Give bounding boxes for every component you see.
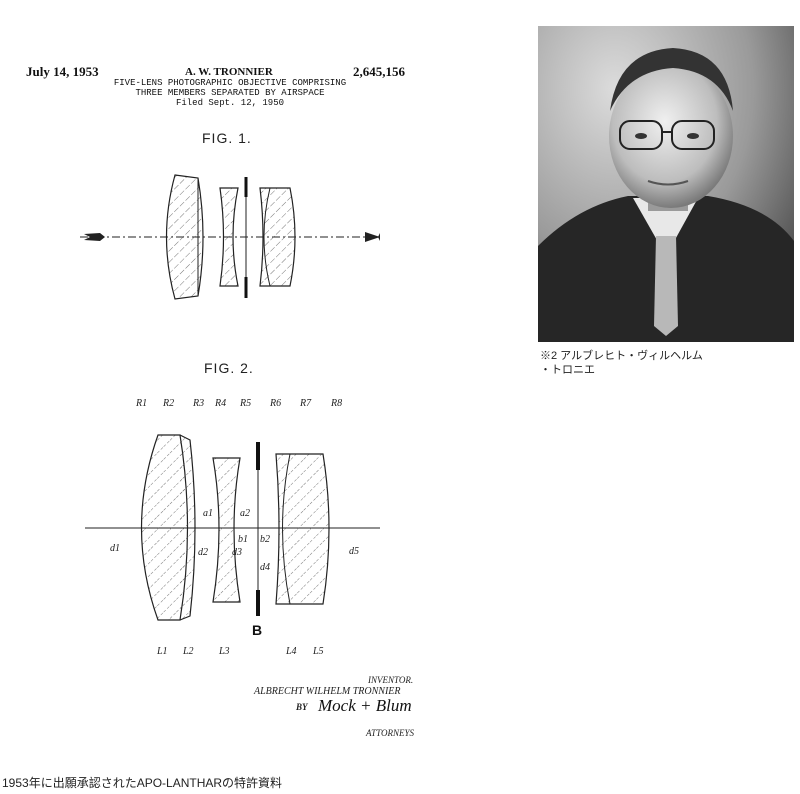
patent-document: July 14, 1953 A. W. TRONNIER 2,645,156 F…	[26, 64, 415, 738]
lens-label-l3: L3	[219, 646, 230, 657]
document-caption: 1953年に出願承認されたAPO-LANTHARの特許資料	[2, 776, 283, 790]
attorneys-label: ATTORNEYS	[366, 728, 415, 738]
photo-caption-line1: ※2 アルブレヒト・ヴィルヘルム	[540, 350, 703, 362]
radius-label-r5: R5	[240, 398, 252, 409]
radius-label-r1: R1	[136, 398, 148, 409]
thickness-label-d4: d4	[260, 562, 270, 573]
radius-label-r3: R3	[193, 398, 205, 409]
lens-label-l2: L2	[183, 646, 194, 657]
patent-title-line1: FIVE-LENS PHOTOGRAPHIC OBJECTIVE COMPRIS…	[113, 78, 347, 88]
photo-caption: ※2 アルブレヒト・ヴィルヘルム ・トロニエ	[540, 349, 703, 377]
thickness-label-d1: d1	[110, 543, 120, 554]
gap-label-b1: b1	[238, 534, 248, 545]
fig1-lens-diagram	[80, 174, 380, 300]
patent-number: 2,645,156	[353, 64, 405, 79]
photo-caption-line2: ・トロニエ	[540, 364, 595, 376]
thickness-label-d3: d3	[232, 547, 242, 558]
attorney-signature: Mock + Blum	[318, 696, 412, 715]
lens-label-l4: L4	[286, 646, 297, 657]
gap-label-a1: a1	[203, 508, 213, 519]
patent-date: July 14, 1953	[26, 64, 99, 79]
inventor-name: ALBRECHT WILHELM TRONNIER	[254, 686, 401, 697]
fig2-lens-diagram	[85, 434, 380, 621]
stop-label-b: B	[252, 622, 263, 638]
gap-label-a2: a2	[240, 508, 250, 519]
by-label: BY	[296, 702, 308, 712]
patent-title-line2: THREE MEMBERS SEPARATED BY AIRSPACE	[135, 88, 325, 98]
portrait-photo	[538, 26, 794, 342]
radius-label-r6: R6	[270, 398, 282, 409]
fig1-label: FIG. 1.	[202, 130, 252, 146]
patent-filed-date: Filed Sept. 12, 1950	[175, 98, 285, 108]
radius-label-r4: R4	[215, 398, 227, 409]
lens-label-l1: L1	[157, 646, 168, 657]
radius-label-r7: R7	[300, 398, 312, 409]
lens-label-l5: L5	[313, 646, 324, 657]
portrait-image	[538, 26, 794, 342]
inventor-title: INVENTOR.	[368, 675, 414, 685]
radius-label-r8: R8	[331, 398, 343, 409]
gap-label-b2: b2	[260, 534, 270, 545]
patent-inventor-header: A. W. TRONNIER	[185, 66, 273, 78]
radius-label-r2: R2	[163, 398, 175, 409]
thickness-label-d2: d2	[198, 547, 208, 558]
thickness-label-d5: d5	[349, 546, 359, 557]
fig2-label: FIG. 2.	[204, 360, 254, 376]
